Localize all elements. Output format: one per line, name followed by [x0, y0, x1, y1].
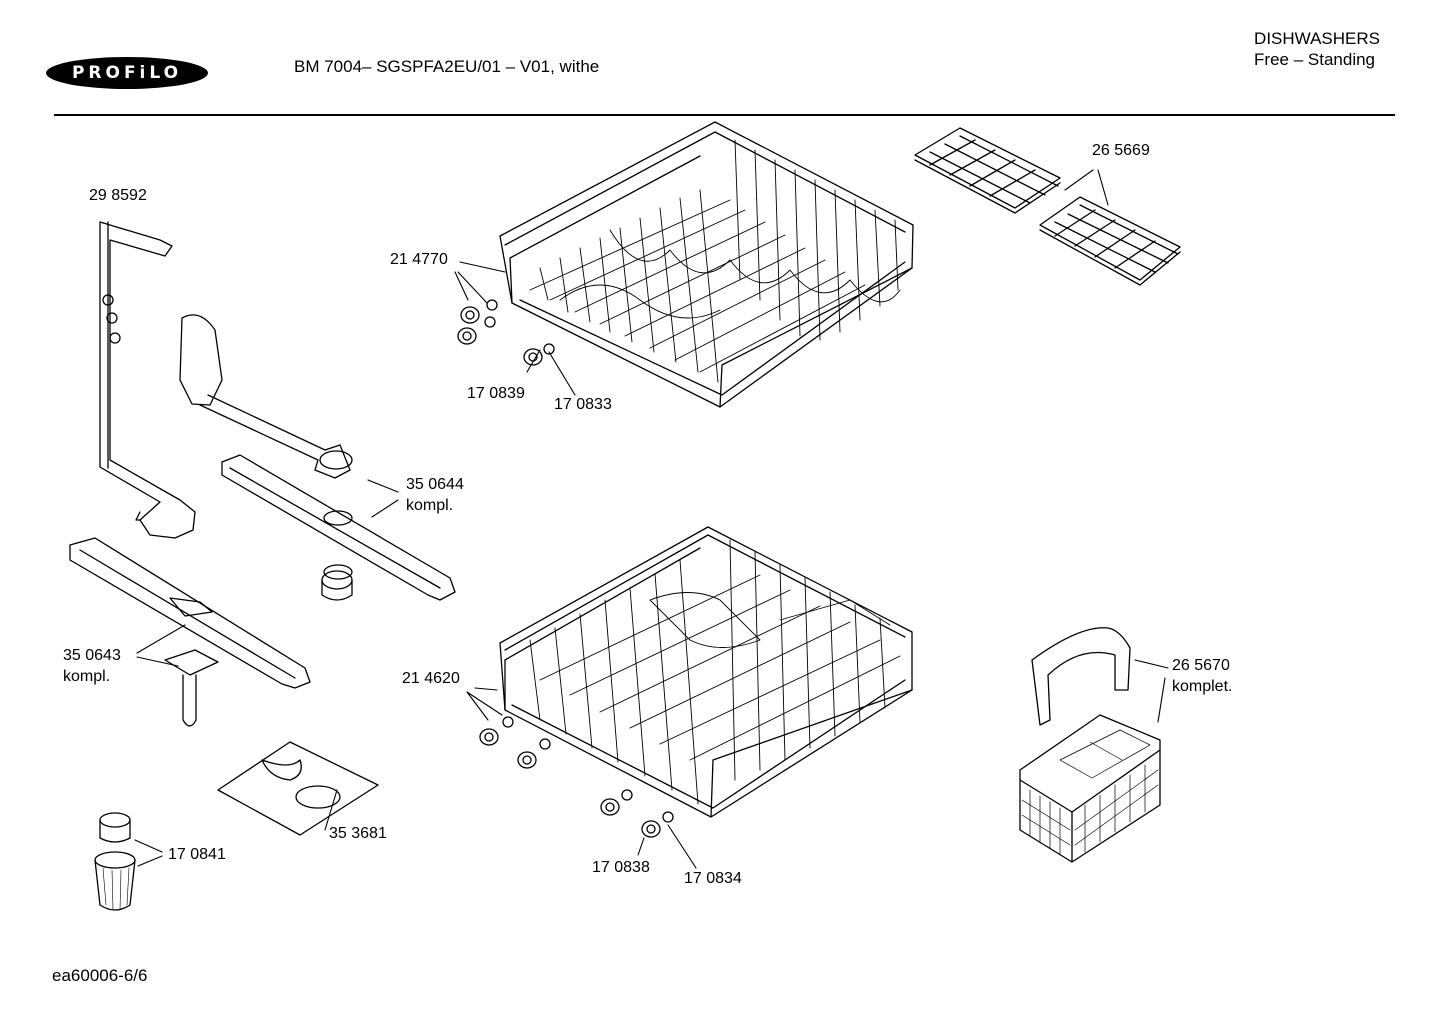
part-number: 35 0643: [63, 647, 121, 664]
cup-shelf-drawing: [914, 127, 1181, 286]
category-label: DISHWASHERS: [1254, 29, 1380, 48]
brand-logo: PROFiLO: [45, 56, 209, 90]
brand-logo-oval: [46, 57, 208, 89]
part-label-170839: 17 0839: [467, 384, 525, 403]
cutlery-basket-drawing: [1019, 627, 1161, 863]
part-number: 17 0834: [684, 870, 742, 887]
part-label-170834: 17 0834: [684, 869, 742, 888]
part-number: 21 4620: [402, 670, 460, 687]
part-number: 26 5670: [1172, 657, 1230, 674]
part-suffix: kompl.: [63, 668, 111, 685]
part-number: 17 0833: [554, 396, 612, 413]
upper-arm-pipe-drawing: [179, 314, 353, 479]
part-number: 26 5669: [1092, 142, 1150, 159]
upper-rack-drawing: [457, 121, 914, 408]
brand-logo-text: PROFiLO: [71, 63, 183, 83]
leader-lines: [134, 169, 1169, 869]
supply-pipe-drawing: [99, 221, 196, 539]
part-label-350643: 35 0643 kompl.: [63, 646, 121, 686]
part-label-350644: 35 0644 kompl.: [406, 475, 464, 515]
spray-arm-hub-drawing: [323, 564, 353, 580]
part-label-214770: 21 4770: [390, 250, 448, 269]
part-suffix: kompl.: [406, 497, 454, 514]
part-number: 35 3681: [329, 825, 387, 842]
header-divider: [54, 114, 1395, 116]
lower-spray-arm-drawing: [69, 537, 311, 727]
part-label-170841: 17 0841: [168, 845, 226, 864]
part-label-298592: 29 8592: [89, 186, 147, 205]
part-number: 29 8592: [89, 187, 147, 204]
part-number: 21 4770: [390, 251, 448, 268]
part-label-265669: 26 5669: [1092, 141, 1150, 160]
part-label-265670: 26 5670 komplet.: [1172, 656, 1232, 696]
lower-rack-wheels: [479, 716, 674, 838]
part-label-170833: 17 0833: [554, 395, 612, 414]
part-label-170838: 17 0838: [592, 858, 650, 877]
part-number: 17 0839: [467, 385, 525, 402]
part-label-214620: 21 4620: [402, 669, 460, 688]
upper-spray-arm-drawing: [221, 454, 456, 601]
upper-rack-wheels: [457, 299, 555, 366]
part-suffix: komplet.: [1172, 678, 1233, 695]
part-number: 35 0644: [406, 476, 464, 493]
filter-drawing: [94, 812, 136, 911]
part-number: 17 0841: [168, 846, 226, 863]
part-label-353681: 35 3681: [329, 824, 387, 843]
lower-rack-drawing: [479, 526, 913, 838]
model-title: BM 7004– SGSPFA2EU/01 – V01, withe: [294, 57, 600, 76]
filter-plate-drawing: [217, 741, 379, 836]
drawing-id: ea60006-6/6: [52, 966, 148, 985]
subcategory-label: Free – Standing: [1254, 50, 1375, 69]
part-number: 17 0838: [592, 859, 650, 876]
